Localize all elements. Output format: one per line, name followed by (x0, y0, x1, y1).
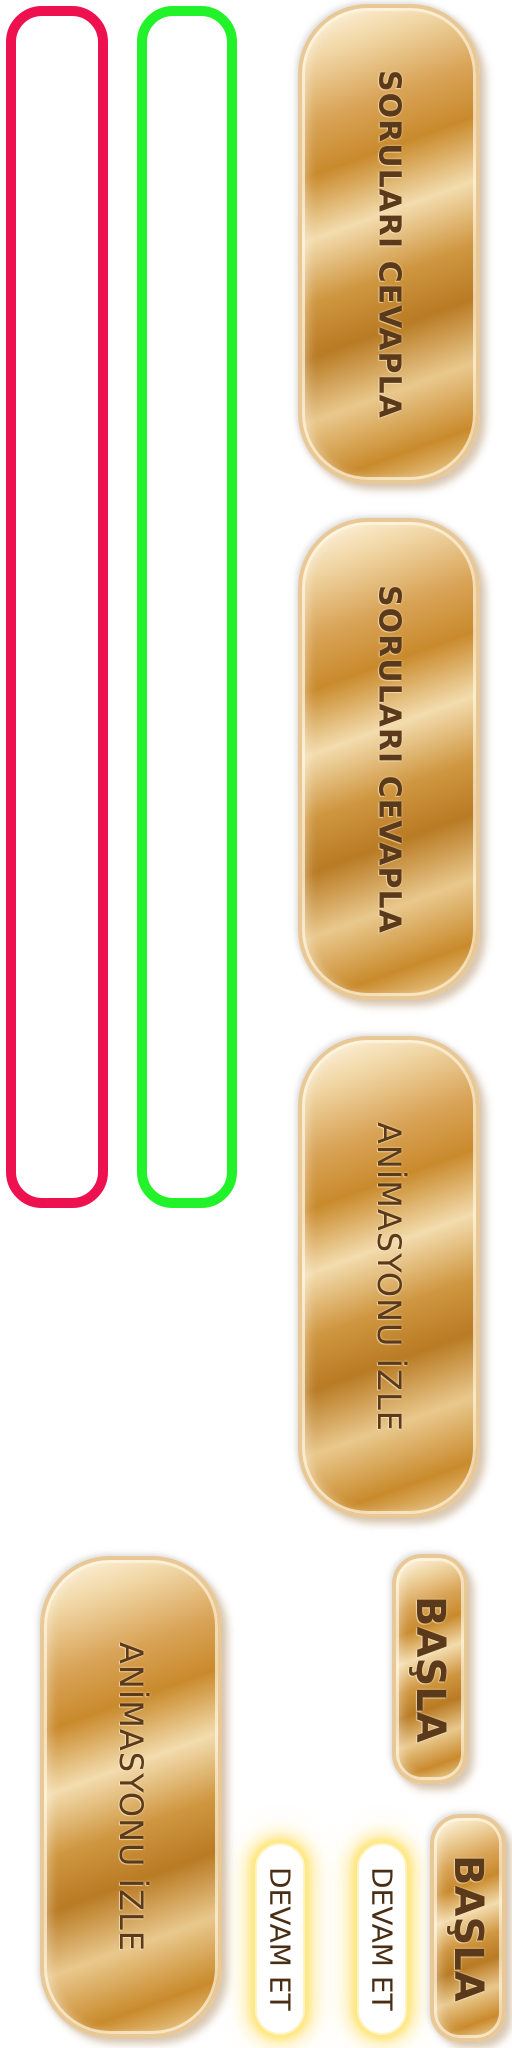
watch-animation-button-alt[interactable]: ANİMASYONU İZLE (40, 1556, 222, 2038)
watch-animation-label: ANİMASYONU İZLE (370, 1122, 408, 1432)
answer-questions-button-alt[interactable]: SORULARI CEVAPLA (298, 518, 480, 1000)
answer-questions-label: SORULARI CEVAPLA (371, 69, 407, 419)
continue-label: DEVAM ET (365, 1867, 399, 2011)
green-outline-frame (137, 6, 237, 1208)
answer-questions-button[interactable]: SORULARI CEVAPLA (298, 4, 480, 484)
watch-animation-label: ANİMASYONU İZLE (112, 1642, 150, 1952)
red-outline-frame (6, 6, 108, 1208)
start-label: BAŞLA (445, 1854, 491, 2002)
watch-animation-button[interactable]: ANİMASYONU İZLE (298, 1036, 480, 1518)
continue-button[interactable]: DEVAM ET (255, 1843, 305, 2035)
start-label: BAŞLA (407, 1595, 453, 1743)
answer-questions-label: SORULARI CEVAPLA (371, 584, 407, 934)
start-button[interactable]: BAŞLA (392, 1554, 468, 1784)
continue-button-alt[interactable]: DEVAM ET (357, 1843, 407, 2035)
start-button-alt[interactable]: BAŞLA (430, 1814, 506, 2042)
continue-label: DEVAM ET (263, 1867, 297, 2011)
